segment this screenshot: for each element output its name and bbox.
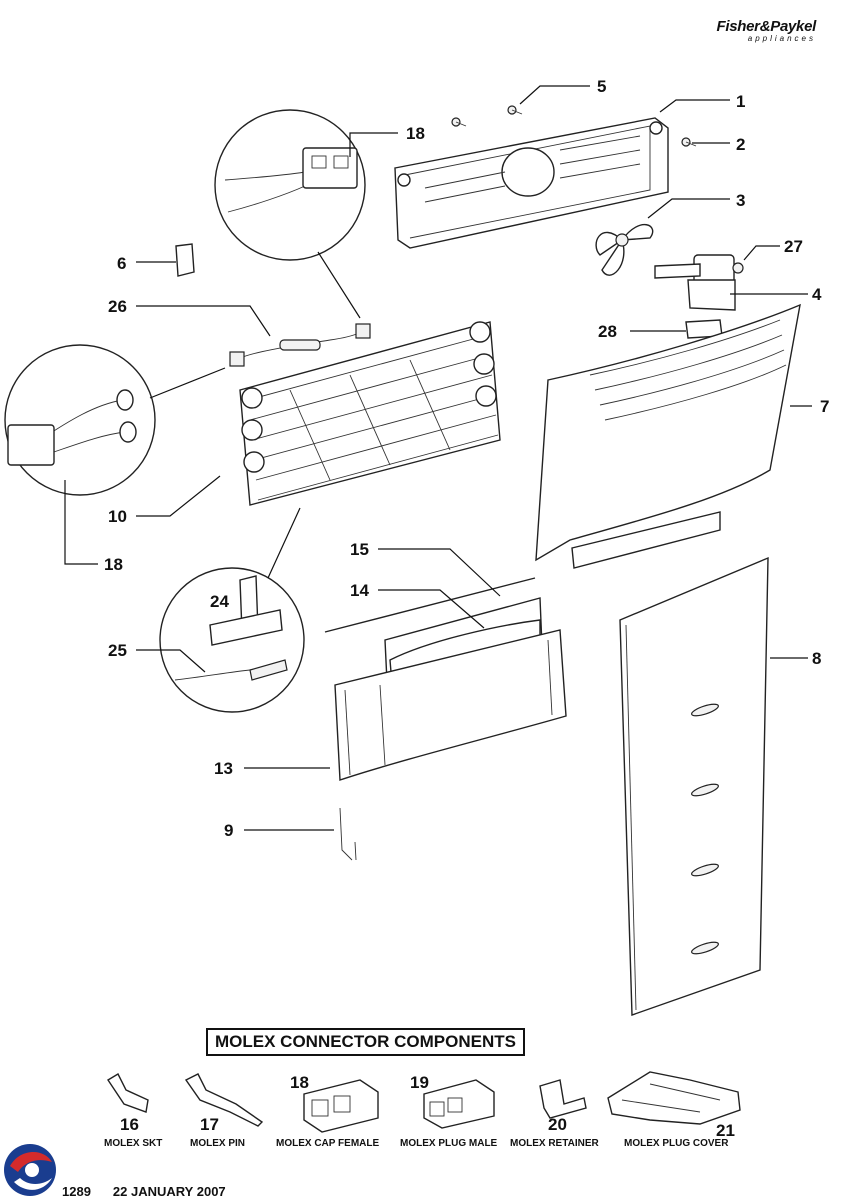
callout-18-left: 18 — [104, 555, 123, 574]
callout-15: 15 — [350, 540, 369, 559]
part-10-evaporator — [239, 321, 501, 506]
callout-13: 13 — [214, 759, 233, 778]
molex-retainer-20: 20 MOLEX RETAINER — [510, 1079, 599, 1149]
molex-num-21: 21 — [716, 1121, 735, 1140]
part-7-evaporator-cover — [535, 303, 801, 569]
footer-date: 22 JANUARY 2007 — [112, 1184, 226, 1199]
part-26-heater-wire — [229, 323, 371, 367]
callout-9: 9 — [224, 821, 233, 840]
molex-num-17: 17 — [200, 1115, 219, 1134]
callout-1: 1 — [736, 92, 745, 111]
molex-caption-18: MOLEX CAP FEMALE — [276, 1138, 379, 1149]
footer: 1289 22 JANUARY 2007 — [62, 1184, 248, 1199]
molex-caption-20: MOLEX RETAINER — [510, 1138, 599, 1149]
molex-caption-17: MOLEX PIN — [190, 1138, 245, 1149]
part-5-screws — [451, 105, 523, 127]
brand-logo: Fisher&Paykel appliances — [717, 18, 817, 43]
part-2-screw — [681, 137, 697, 147]
part-15-rod — [324, 577, 536, 633]
corner-logo — [4, 1144, 56, 1196]
leader-lines — [64, 85, 812, 831]
callout-6: 6 — [117, 254, 126, 273]
molex-num-20: 20 — [548, 1115, 567, 1134]
callout-2: 2 — [736, 135, 745, 154]
callout-25: 25 — [108, 641, 127, 660]
detail-circle-18-left — [4, 344, 226, 496]
molex-pin-17: 17 MOLEX PIN — [184, 1073, 264, 1149]
callout-10: 10 — [108, 507, 127, 526]
callout-26: 26 — [108, 297, 127, 316]
callout-7: 7 — [820, 397, 829, 416]
molex-components: 16 MOLEX SKT 17 MOLEX PIN 18 MOLEX CAP F… — [104, 1071, 741, 1149]
brand-name: Fisher&Paykel — [716, 18, 817, 35]
molex-caption-16: MOLEX SKT — [104, 1138, 162, 1149]
callout-5: 5 — [597, 77, 606, 96]
callout-14: 14 — [350, 581, 369, 600]
molex-caption-21: MOLEX PLUG COVER — [624, 1138, 729, 1149]
part-13-tray — [334, 629, 567, 781]
callout-labels: 1 2 3 4 5 6 7 8 9 10 13 14 15 18 18 24 2… — [104, 77, 829, 840]
part-1-fan-cover — [394, 117, 669, 249]
footer-code: 1289 — [62, 1184, 91, 1199]
molex-skt-16: 16 MOLEX SKT — [104, 1073, 162, 1149]
callout-3: 3 — [736, 191, 745, 210]
part-9-wire-clip — [339, 807, 357, 861]
molex-num-18: 18 — [290, 1073, 309, 1092]
callout-24: 24 — [210, 592, 229, 611]
brand-subtitle: appliances — [747, 34, 816, 43]
molex-cap-female-18: 18 MOLEX CAP FEMALE — [276, 1073, 379, 1149]
callout-28: 28 — [598, 322, 617, 341]
callout-4: 4 — [812, 285, 822, 304]
molex-caption-19: MOLEX PLUG MALE — [400, 1138, 498, 1149]
molex-components-title: MOLEX CONNECTOR COMPONENTS — [206, 1028, 525, 1056]
molex-num-16: 16 — [120, 1115, 139, 1134]
callout-8: 8 — [812, 649, 821, 668]
detail-circle-24-25 — [159, 507, 305, 713]
molex-num-19: 19 — [410, 1073, 429, 1092]
part-4-fan-motor — [654, 254, 744, 311]
detail-circle-18-top — [214, 109, 366, 319]
callout-27: 27 — [784, 237, 803, 256]
molex-plug-male-19: 19 MOLEX PLUG MALE — [400, 1073, 498, 1149]
part-6-bracket — [175, 243, 195, 277]
molex-plug-cover-21: 21 MOLEX PLUG COVER — [607, 1071, 741, 1149]
part-8-back-panel — [619, 556, 769, 1016]
part-3-fan-blade — [595, 223, 654, 276]
callout-18-top: 18 — [406, 124, 425, 143]
